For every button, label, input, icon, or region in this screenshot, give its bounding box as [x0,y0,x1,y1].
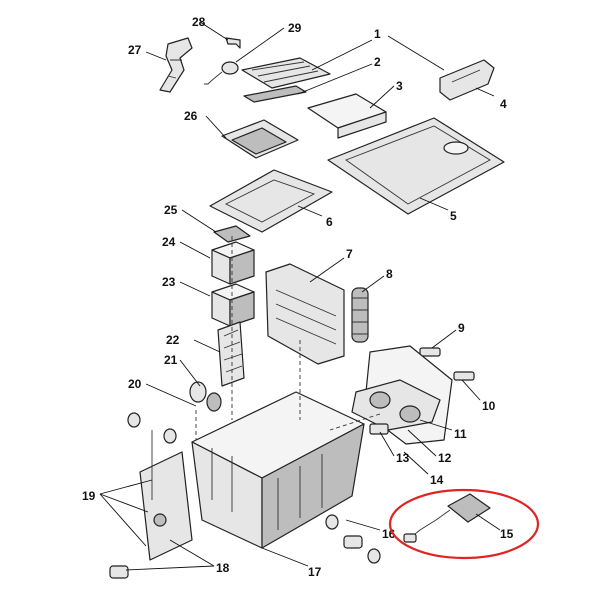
callout-9: 9 [458,321,465,335]
callout-29: 29 [288,21,302,35]
callout-6: 6 [326,215,333,229]
callout-14: 14 [430,473,444,487]
part-19-side-panel [109,430,193,579]
part-24-sponge [211,241,255,285]
callout-25: 25 [164,203,178,217]
callout-10: 10 [482,399,496,413]
part-8-cartridge [351,287,369,343]
part-10-connector [453,371,475,381]
part-4-latch [439,59,495,101]
part-29-uv-lamp [204,61,239,85]
part-9-connector [419,347,441,357]
part-14-fittings [127,412,177,444]
part-22-filter-mat [217,321,245,387]
callout-22: 22 [166,333,180,347]
callout-28: 28 [192,15,206,29]
callout-8: 8 [386,267,393,281]
highlight-ellipse [388,488,540,560]
callout-24: 24 [162,235,176,249]
assembly-guides [195,236,381,440]
callout-2: 2 [374,55,381,69]
callout-5: 5 [450,209,457,223]
callout-11: 11 [454,427,467,441]
part-17-filter-box [191,391,365,549]
callout-21: 21 [164,353,178,367]
callout-27: 27 [128,43,142,57]
part-2-strip [243,85,307,103]
callout-7: 7 [346,247,353,261]
callout-4: 4 [500,97,507,111]
callout-3: 3 [396,79,403,93]
part-27-outlet-fitting [159,37,193,93]
part-15-power-unit [403,493,491,543]
part-21-coupling [189,381,222,412]
part-26-basket [221,119,299,159]
part-6-frame [209,169,333,233]
part-1-grid-tray [241,57,331,89]
part-25-small-grid [213,225,251,243]
callout-26: 26 [184,109,198,123]
leader-lines [99,21,501,571]
part-16-fittings [325,514,381,564]
part-3-foam-slab [307,93,387,139]
callout-1: 1 [374,27,381,41]
part-11-side-housing [351,345,453,445]
part-28-clip [225,37,241,49]
callout-12: 12 [438,451,452,465]
part-7-filter-frame [265,263,345,365]
callout-13: 13 [396,451,410,465]
part-23-sponge [211,283,255,327]
callout-18: 18 [216,561,230,575]
callout-20: 20 [128,377,142,391]
part-5-lid [327,117,505,215]
part-13-connector [369,423,389,435]
callout-19: 19 [82,489,96,503]
callout-17: 17 [308,565,322,579]
callout-15: 15 [500,527,514,541]
callout-23: 23 [162,275,176,289]
